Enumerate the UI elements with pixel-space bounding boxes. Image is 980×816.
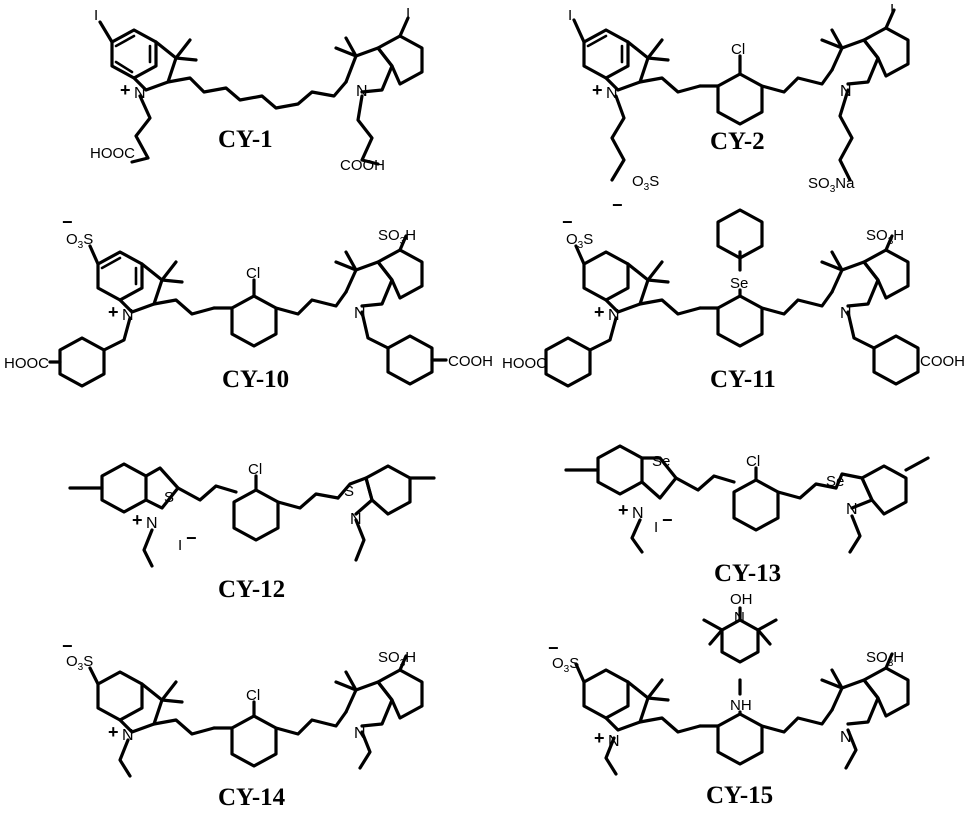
cy2-iodo-right: I <box>890 1 894 18</box>
cy1-caption: CY-1 <box>218 126 273 153</box>
cy15-n-right: N <box>840 729 852 746</box>
cy2-charge: + <box>592 80 603 100</box>
cy1-acid-right: COOH <box>340 157 385 174</box>
cy10-acid-left: HOOC <box>4 355 49 372</box>
cy12-sulfur-right: S <box>344 483 354 500</box>
cy14-charge: + <box>108 722 119 742</box>
cy10-sulfonate-left: O3S <box>66 231 94 251</box>
cy2-n-left: N <box>606 85 618 102</box>
cy14-n-right: N <box>354 725 366 742</box>
cy15-anion: − <box>548 638 559 658</box>
cy14-chloro: Cl <box>246 687 260 704</box>
cy15-caption: CY-15 <box>706 782 774 809</box>
cy13-caption: CY-13 <box>714 560 782 587</box>
cy1-iodo-right: I <box>406 5 410 22</box>
cy13-n-left: N <box>632 505 644 522</box>
cy12-charge: + <box>132 510 143 530</box>
cy15-amine: NH <box>730 697 752 714</box>
cy15-piperidine-n: N <box>734 609 745 626</box>
cy10-sulfonate-right: SO3H <box>378 227 417 247</box>
cy13-chloro: Cl <box>746 453 760 470</box>
cy12-anion: − <box>186 528 197 548</box>
cy12-caption: CY-12 <box>218 576 286 603</box>
cy12-chloro: Cl <box>248 461 262 478</box>
cy10-caption: CY-10 <box>222 366 290 393</box>
cy15-charge: + <box>594 728 605 748</box>
cy2-caption: CY-2 <box>710 128 765 155</box>
cy1-iodo-left: I <box>94 7 98 24</box>
cy10-structure <box>48 234 448 388</box>
cy14-structure <box>88 654 424 778</box>
cy15-sulfonate-right: SO3H <box>866 649 905 669</box>
cy11-anion: − <box>562 212 573 232</box>
cy1-n-left: N <box>134 85 146 102</box>
cy10-anion: − <box>62 212 73 232</box>
cy14-anion: − <box>62 636 73 656</box>
cy15-hydroxyl: OH <box>730 591 753 608</box>
cy11-caption: CY-11 <box>710 366 776 393</box>
cy14-sulfonate-right: SO3H <box>378 649 417 669</box>
cy13-charge: + <box>618 500 629 520</box>
cy10-charge: + <box>108 302 119 322</box>
cy14-n-left: N <box>122 727 134 744</box>
cy11-structure <box>544 208 920 388</box>
cy11-n-left: N <box>608 307 620 324</box>
cy11-acid-right: COOH <box>920 353 965 370</box>
cy2-sulfonate-right: SO3Na <box>808 175 855 195</box>
cy10-chloro: Cl <box>246 265 260 282</box>
cy13-iodide: I <box>654 519 658 536</box>
cy11-acid-left: HOOC <box>502 355 547 372</box>
cy13-selenium-right: Se <box>826 473 844 490</box>
cy13-selenium-left: Se <box>652 453 670 470</box>
cy13-n-right: N <box>846 501 858 518</box>
cy11-sulfonate-left: O3S <box>566 231 594 251</box>
cy1-structure <box>98 16 424 166</box>
cy11-sulfonate-right: SO3H <box>866 227 905 247</box>
cy12-n-left: N <box>146 515 158 532</box>
cy11-charge: + <box>594 302 605 322</box>
cy14-sulfonate-left: O3S <box>66 653 94 673</box>
cy14-caption: CY-14 <box>218 784 286 811</box>
cy1-charge: + <box>120 80 131 100</box>
cy15-n-left: N <box>608 733 620 750</box>
cy1-n-right: N <box>356 83 368 100</box>
cy2-structure <box>572 8 910 182</box>
cy1-acid-left: HOOC <box>90 145 135 162</box>
cy2-sulfonate-left: O3S <box>632 173 660 193</box>
cy13-anion: − <box>662 510 673 530</box>
cy11-selenium: Se <box>730 275 748 292</box>
cy11-n-right: N <box>840 305 852 322</box>
cy10-n-right: N <box>354 305 366 322</box>
cy2-n-right: N <box>840 83 852 100</box>
cy15-structure <box>574 606 910 776</box>
cy10-acid-right: COOH <box>448 353 493 370</box>
cy2-iodo-left: I <box>568 7 572 24</box>
cy10-n-left: N <box>122 307 134 324</box>
cy2-anion: − <box>612 195 623 215</box>
cy12-structure <box>68 462 436 568</box>
cy12-sulfur-left: S <box>164 489 174 506</box>
cy15-sulfonate-left: O3S <box>552 655 580 675</box>
cy13-structure <box>564 444 930 554</box>
cy12-iodide: I <box>178 537 182 554</box>
cy12-n-right: N <box>350 511 362 528</box>
cy2-chloro: Cl <box>731 41 745 58</box>
